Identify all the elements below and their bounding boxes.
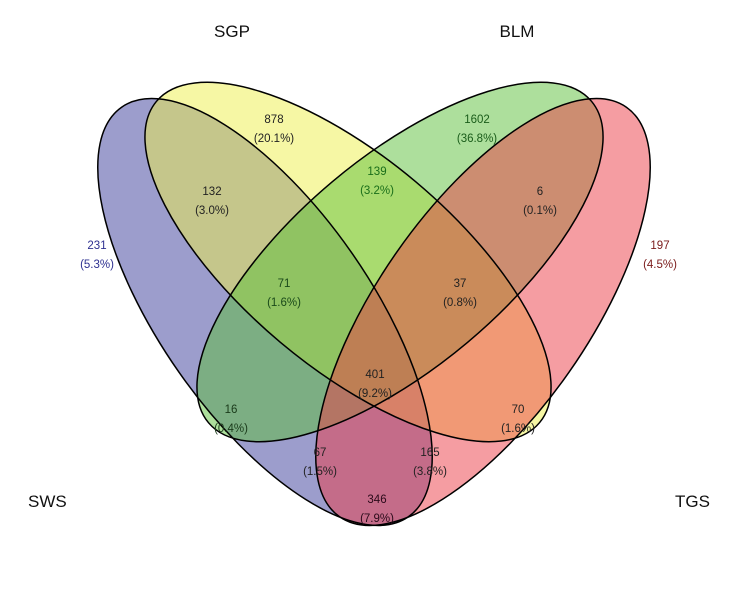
set-label-sws: SWS [28,492,67,511]
region-count: 67 [314,447,327,459]
region-count: 70 [512,404,525,416]
region-percent: (7.9%) [360,513,394,525]
set-label-sgp: SGP [214,22,250,41]
region-sgp-blm-tgs: 37 (0.8%) [443,278,477,309]
region-count: 878 [264,114,283,126]
region-sgp-blm: 139 (3.2%) [360,166,394,197]
region-percent: (5.3%) [80,259,114,271]
region-percent: (0.8%) [443,297,477,309]
region-sgp: 878 (20.1%) [254,114,294,145]
region-sws-tgs: 346 (7.9%) [360,494,394,525]
region-counts: 231(5.3%)878(20.1%)1602(36.8%)197(4.5%)1… [80,114,677,525]
region-sws-sgp-blm-tgs: 401 (9.2%) [358,369,392,400]
region-percent: (3.8%) [413,466,447,478]
ellipse-outline-sgp [144,81,552,443]
region-percent: (0.1%) [523,205,557,217]
region-count: 139 [367,166,386,178]
region-count: 132 [202,186,221,198]
region-percent: (0.4%) [214,423,248,435]
region-percent: (1.6%) [267,297,301,309]
region-count: 1602 [464,114,490,126]
region-count: 71 [278,278,291,290]
region-sws-blm-tgs: 67 (1.5%) [303,447,337,478]
region-percent: (3.0%) [195,205,229,217]
region-blm-tgs: 6 (0.1%) [523,186,557,217]
region-sws-sgp-blm: 71 (1.6%) [267,278,301,309]
region-percent: (20.1%) [254,133,294,145]
set-label-blm: BLM [500,22,535,41]
region-tgs: 197 (4.5%) [643,240,677,271]
region-percent: (3.2%) [360,185,394,197]
ellipse-outline-tgs [315,97,651,527]
region-percent: (36.8%) [457,133,497,145]
set-outlines [97,81,651,527]
region-percent: (1.6%) [501,423,535,435]
region-percent: (1.5%) [303,466,337,478]
region-sws-sgp-tgs: 165 (3.8%) [413,447,447,478]
set-labels: SWS SGP BLM TGS [28,22,710,511]
ellipse-outline-blm [196,81,604,443]
region-count: 16 [225,404,238,416]
region-count: 401 [365,369,384,381]
region-sws-blm: 16 (0.4%) [214,404,248,435]
region-sgp-tgs: 70 (1.6%) [501,404,535,435]
set-label-tgs: TGS [675,492,710,511]
region-count: 231 [87,240,106,252]
region-sws-sgp: 132 (3.0%) [195,186,229,217]
region-percent: (9.2%) [358,388,392,400]
region-count: 197 [650,240,669,252]
region-count: 6 [537,186,543,198]
region-count: 165 [420,447,439,459]
region-count: 346 [367,494,386,506]
region-count: 37 [454,278,467,290]
region-blm: 1602 (36.8%) [457,114,497,145]
region-percent: (4.5%) [643,259,677,271]
region-sws: 231 (5.3%) [80,240,114,271]
